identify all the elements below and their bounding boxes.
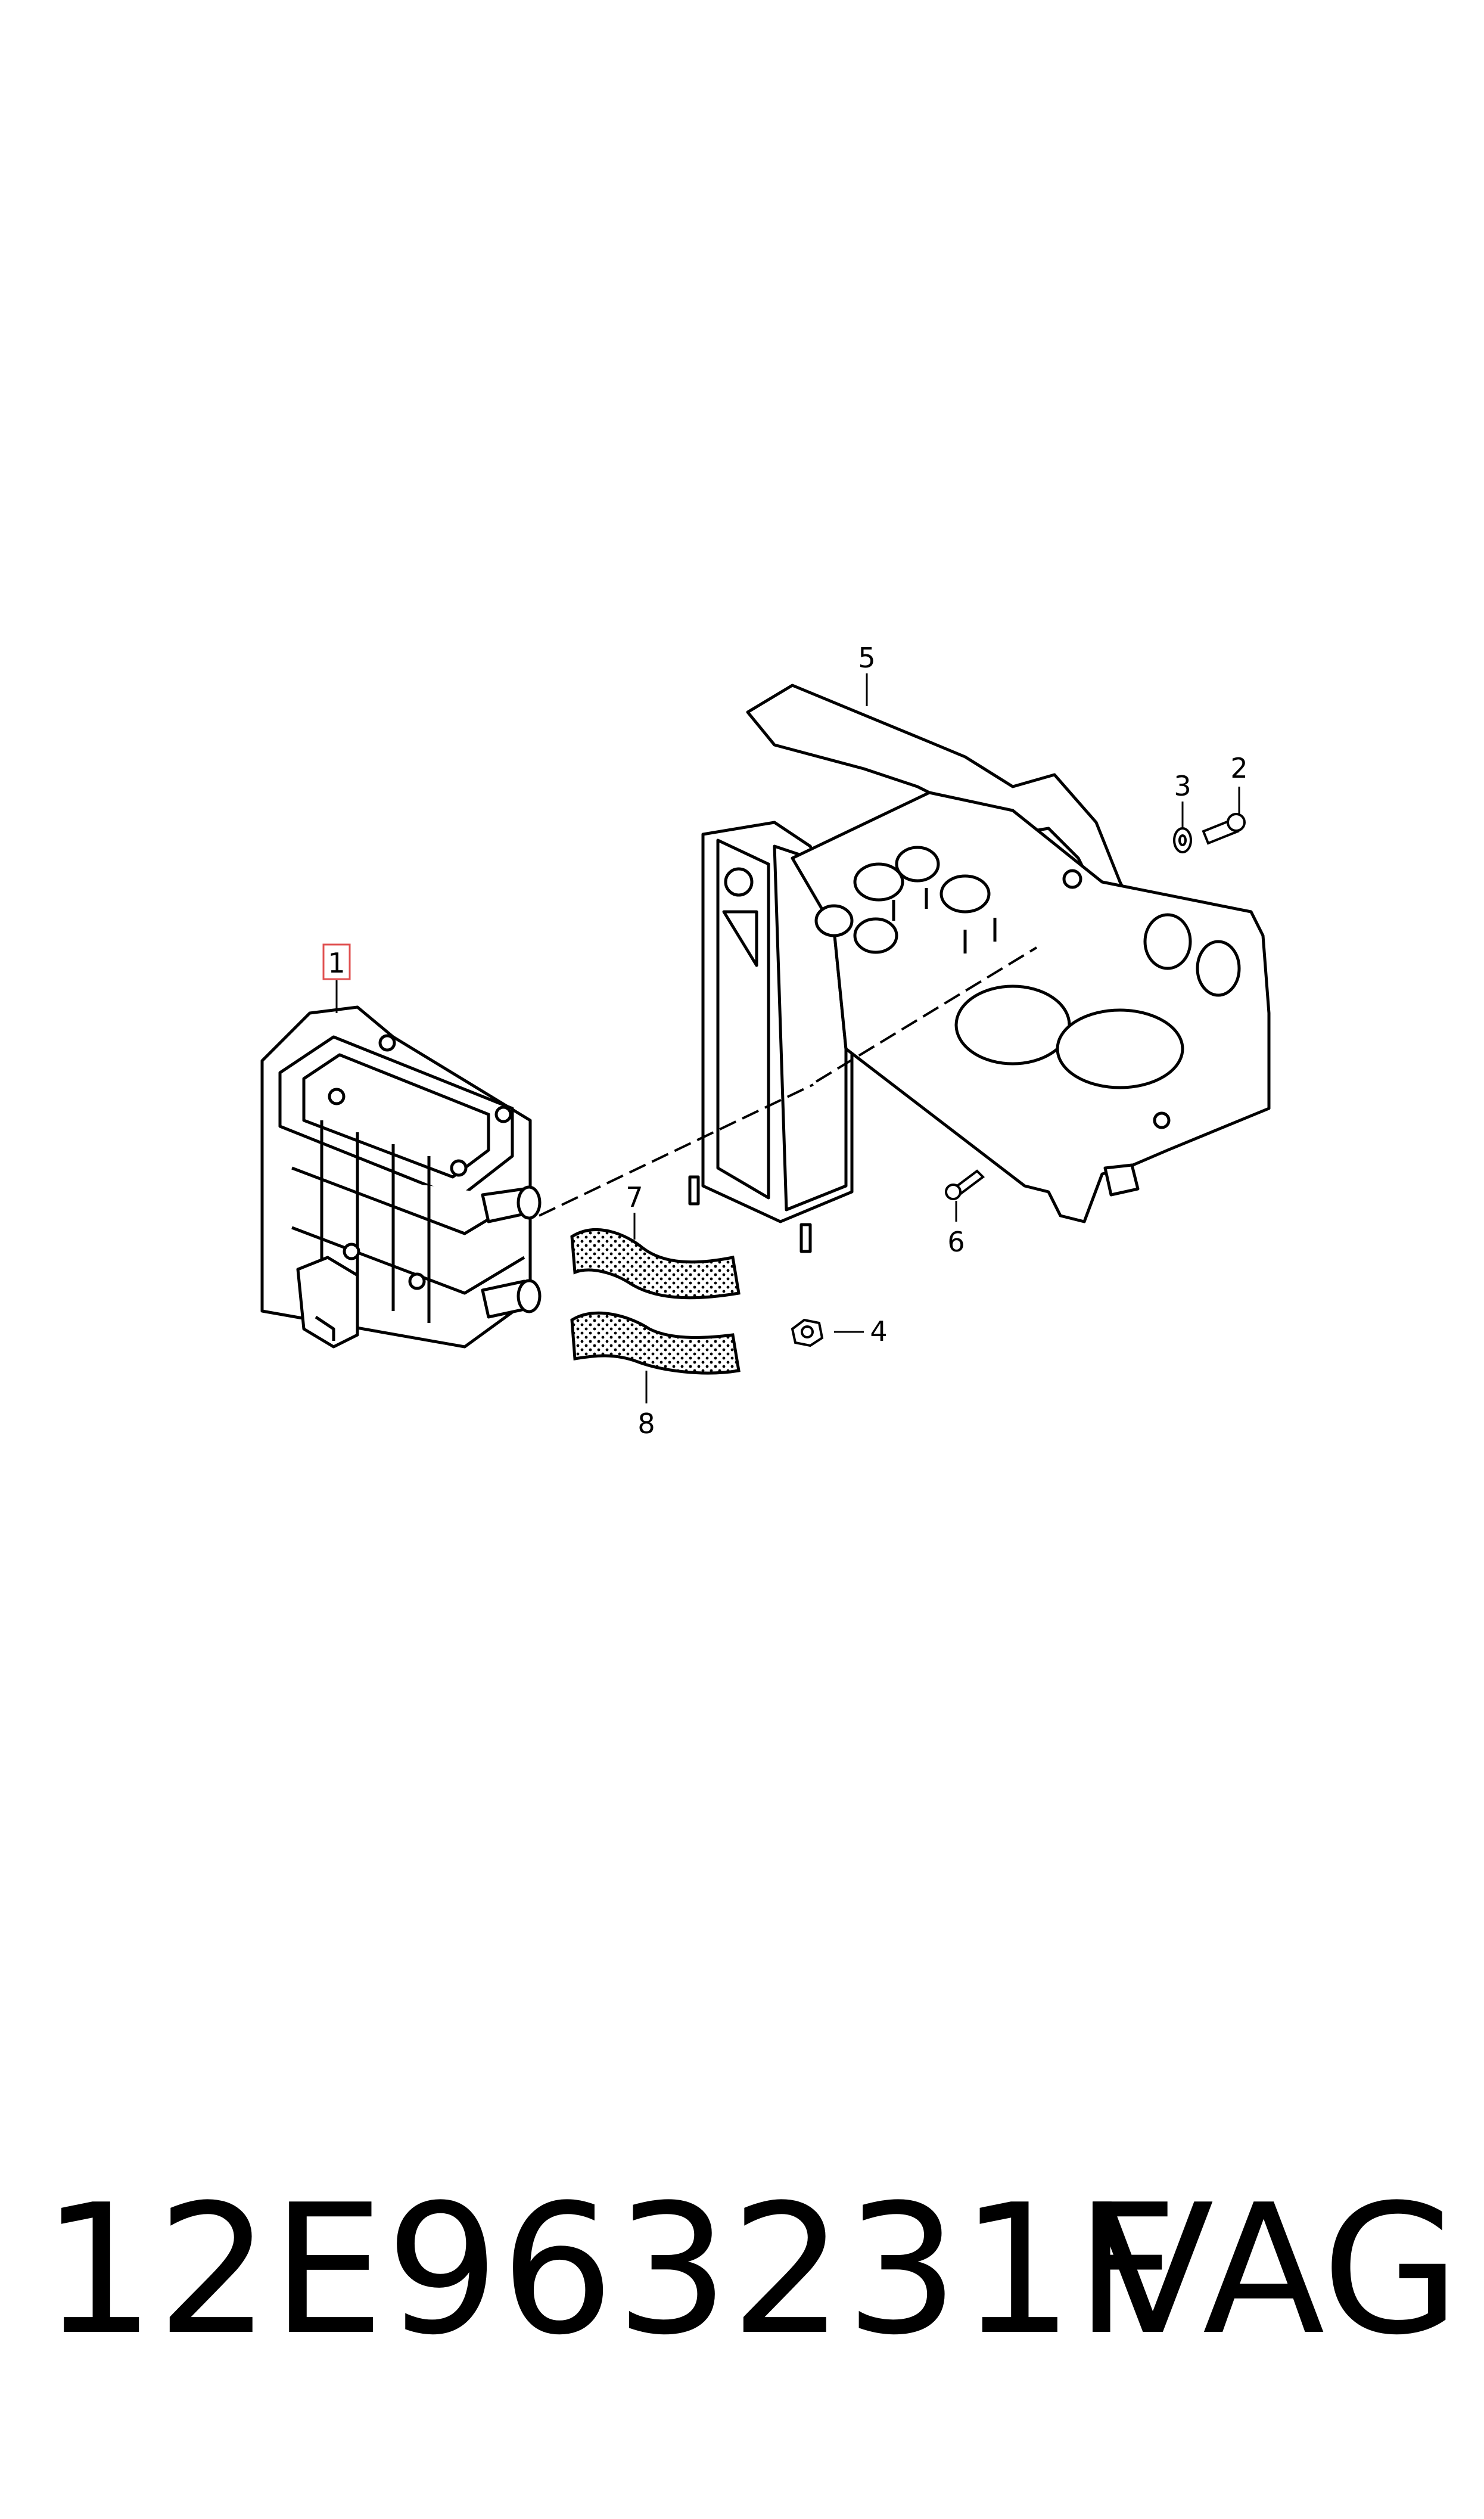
bracket-frame — [688, 684, 1271, 1253]
hose-7 — [570, 1228, 741, 1300]
hose-8 — [570, 1311, 741, 1375]
brand-name: VAG — [1091, 2166, 1460, 2374]
callout-6: 6 — [947, 1226, 965, 1258]
parts-diagram: 1 2 3 4 5 6 7 8 — [260, 642, 1271, 1440]
callout-3: 3 — [1174, 770, 1191, 802]
alignment-lines — [539, 946, 1038, 1217]
callout-7: 7 — [626, 1181, 643, 1213]
callout-5: 5 — [858, 642, 875, 674]
leader-lines — [335, 673, 1240, 1403]
module-unit — [260, 1005, 542, 1349]
callout-2: 2 — [1230, 752, 1247, 784]
screw-6 — [945, 1169, 985, 1200]
part-number: 12E963231F — [42, 2166, 1180, 2374]
callout-8: 8 — [637, 1408, 655, 1440]
bolt-2 — [1202, 813, 1246, 845]
nut-4 — [791, 1318, 824, 1347]
callout-1: 1 — [328, 947, 345, 979]
callout-labels: 1 2 3 4 5 6 7 8 — [322, 642, 1248, 1440]
callout-1-highlight-box — [322, 943, 351, 980]
callout-4: 4 — [870, 1315, 887, 1347]
washer-3 — [1173, 827, 1192, 853]
